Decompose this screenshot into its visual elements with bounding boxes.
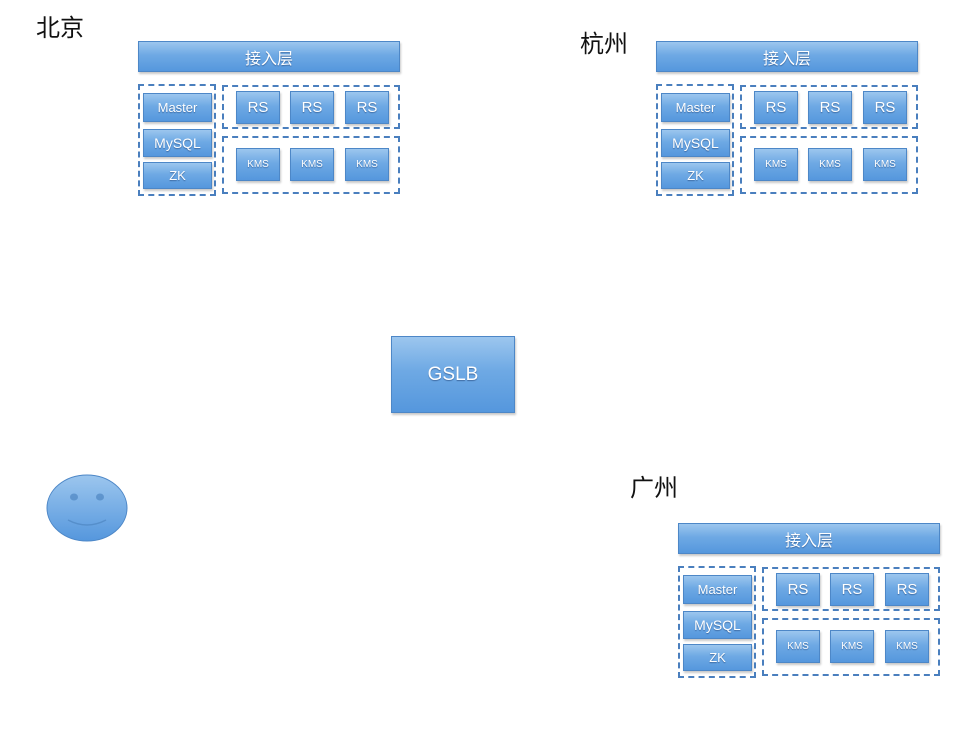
rs-box[interactable]: RS <box>754 91 798 124</box>
rs-box[interactable]: RS <box>345 91 389 124</box>
rs-group <box>222 85 400 129</box>
datacenter-guangzhou: 接入层 Master MySQL ZK RS RS RS KMS KMS KMS <box>678 523 940 679</box>
kms-group <box>222 136 400 194</box>
gslb-box[interactable]: GSLB <box>391 336 515 413</box>
city-label-hangzhou: 杭州 <box>580 30 628 58</box>
storage-group <box>678 566 756 678</box>
access-layer-box[interactable]: 接入层 <box>138 41 400 72</box>
kms-box[interactable]: KMS <box>863 148 907 181</box>
rs-box[interactable]: RS <box>808 91 852 124</box>
access-layer-box[interactable]: 接入层 <box>656 41 918 72</box>
rs-box[interactable]: RS <box>863 91 907 124</box>
smiley-face-icon[interactable] <box>46 474 128 542</box>
kms-box[interactable]: KMS <box>808 148 852 181</box>
zk-box[interactable]: ZK <box>661 162 730 189</box>
kms-box[interactable]: KMS <box>236 148 280 181</box>
storage-group <box>138 84 216 196</box>
city-label-guangzhou: 广州 <box>630 474 678 502</box>
rs-group <box>740 85 918 129</box>
kms-box[interactable]: KMS <box>885 630 929 663</box>
rs-box[interactable]: RS <box>830 573 874 606</box>
mysql-box[interactable]: MySQL <box>683 611 752 639</box>
access-layer-box[interactable]: 接入层 <box>678 523 940 554</box>
mysql-box[interactable]: MySQL <box>143 129 212 157</box>
rs-box[interactable]: RS <box>776 573 820 606</box>
datacenter-beijing: 接入层 Master MySQL ZK RS RS RS KMS KMS KMS <box>138 41 400 197</box>
zk-box[interactable]: ZK <box>683 644 752 671</box>
kms-box[interactable]: KMS <box>754 148 798 181</box>
master-box[interactable]: Master <box>661 93 730 122</box>
kms-box[interactable]: KMS <box>830 630 874 663</box>
rs-group <box>762 567 940 611</box>
rs-box[interactable]: RS <box>236 91 280 124</box>
mysql-box[interactable]: MySQL <box>661 129 730 157</box>
rs-box[interactable]: RS <box>290 91 334 124</box>
master-box[interactable]: Master <box>143 93 212 122</box>
city-label-beijing: 北京 <box>36 14 84 42</box>
storage-group <box>656 84 734 196</box>
kms-group <box>740 136 918 194</box>
master-box[interactable]: Master <box>683 575 752 604</box>
zk-box[interactable]: ZK <box>143 162 212 189</box>
kms-group <box>762 618 940 676</box>
kms-box[interactable]: KMS <box>345 148 389 181</box>
kms-box[interactable]: KMS <box>290 148 334 181</box>
datacenter-hangzhou: 接入层 Master MySQL ZK RS RS RS KMS KMS KMS <box>656 41 918 197</box>
rs-box[interactable]: RS <box>885 573 929 606</box>
kms-box[interactable]: KMS <box>776 630 820 663</box>
